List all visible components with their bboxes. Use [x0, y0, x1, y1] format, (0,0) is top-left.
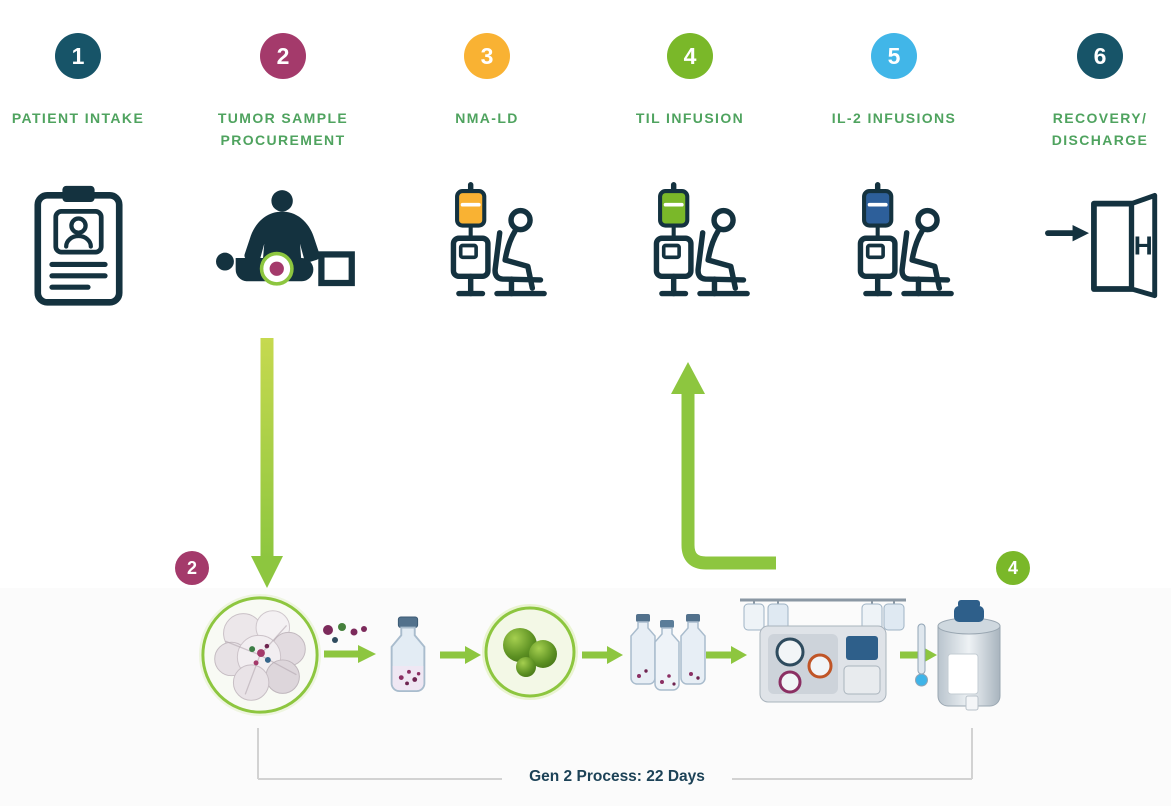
process-end-badge-number: 4 [1007, 557, 1018, 578]
flow-arrow-1 [440, 646, 481, 664]
step-label-il2-infusions: IL-2 INFUSIONS [831, 110, 957, 126]
surgeon-body [244, 211, 320, 265]
tank-lid [954, 606, 984, 622]
patient-head [915, 207, 940, 232]
discharge-door-graphic: H [1044, 192, 1157, 298]
media-bag [883, 603, 905, 631]
step-number-badge-1: 1 [55, 33, 101, 79]
patient-body [502, 227, 536, 291]
step-label-til-infusion: TIL INFUSION [635, 110, 745, 126]
arrow-up-process-to-infusion [671, 362, 776, 570]
infusion-chair-graphic [450, 181, 547, 296]
process-end-badge: 4 [996, 551, 1030, 585]
step-number: 2 [276, 42, 290, 69]
step-number: 6 [1093, 42, 1107, 69]
recliner-chair [492, 229, 544, 283]
flow-arrow-3 [706, 646, 747, 664]
clipboard-patient-icon [31, 170, 126, 320]
thermometer-icon [917, 623, 926, 675]
clipboard-graphic [33, 185, 123, 306]
machine-screen [846, 636, 878, 660]
surgeon-head [271, 189, 293, 212]
process-start-badge-number: 2 [186, 557, 197, 578]
process-caption: Gen 2 Process: 22 Days [529, 768, 705, 785]
step-label-nma-ld: NMA-LD [455, 110, 519, 126]
step-number: 3 [480, 42, 494, 69]
step-label-tumor-procurement: TUMOR SAMPLE PROCUREMENT [217, 110, 349, 148]
patient-body [909, 227, 943, 291]
instrument-table [318, 250, 355, 286]
door-panel [1128, 192, 1157, 298]
exit-arrow-head [1072, 224, 1089, 241]
step-number-badge-3: 3 [464, 33, 510, 79]
pump-wheel [775, 637, 805, 667]
step-number-badge-5: 5 [871, 33, 917, 79]
tumor-sample-illustration [198, 593, 322, 717]
media-bag [743, 603, 765, 631]
infusion-chair-graphic [857, 181, 954, 296]
tumor-dot [269, 261, 284, 276]
step-column-recovery-discharge: 6 RECOVERY/ DISCHARGE H [1012, 0, 1171, 320]
infusion-chair-graphic [653, 181, 750, 296]
step-label-recovery-discharge: RECOVERY/ DISCHARGE [1051, 110, 1149, 148]
infusion-chair-icon-til [622, 170, 758, 320]
iv-bag [455, 188, 487, 228]
step-label-patient-intake: PATIENT INTAKE [11, 110, 145, 126]
process-duration-bracket [257, 728, 973, 780]
recliner-chair [695, 229, 747, 283]
step-number-badge-2: 2 [260, 33, 306, 79]
door-frame [1090, 200, 1135, 292]
iv-bag [862, 188, 894, 228]
cryo-tank-illustration [915, 600, 1001, 711]
thermometer-bulb [915, 673, 928, 687]
patient-body [705, 227, 739, 291]
step-number: 1 [71, 42, 85, 69]
discharge-door-icon: H [1043, 170, 1158, 320]
surgery-graphic [216, 189, 355, 286]
iv-bag [658, 188, 690, 228]
patient-head [711, 207, 736, 232]
recliner-chair [899, 229, 951, 283]
step-column-il2-infusions: 5 IL-2 INFUSIONS [806, 0, 982, 320]
infusion-chair-icon-il2 [826, 170, 962, 320]
pump-wheel [807, 653, 833, 679]
step-number: 5 [887, 42, 901, 69]
step-column-nma-ld: 3 NMA-LD [399, 0, 575, 320]
process-start-badge: 2 [175, 551, 209, 585]
til-cells-illustration [482, 604, 578, 700]
culture-flask-illustration [390, 616, 426, 693]
patient-head [508, 207, 533, 232]
step-column-patient-intake: 1 PATIENT INTAKE [0, 0, 166, 320]
cell-dots-and-arrow [323, 623, 376, 663]
infusion-chair-icon-nma-ld [419, 170, 555, 320]
hospital-letter: H [1133, 230, 1152, 260]
patient-head [216, 252, 234, 270]
step-column-til-infusion: 4 TIL INFUSION [602, 0, 778, 320]
pump-wheel [778, 670, 802, 694]
step-number-badge-4: 4 [667, 33, 713, 79]
arrow-down-procurement-to-process [251, 338, 283, 588]
surgery-icon [207, 170, 359, 320]
tank-label [947, 653, 979, 695]
flow-arrow-2 [582, 646, 623, 664]
tank-tag [965, 695, 979, 711]
bioreactor-illustration [740, 598, 906, 703]
flask-group-illustration [630, 614, 706, 691]
step-number-badge-6: 6 [1077, 33, 1123, 79]
step-column-tumor-procurement: 2 TUMOR SAMPLE PROCUREMENT [195, 0, 371, 320]
step-number: 4 [683, 42, 697, 69]
